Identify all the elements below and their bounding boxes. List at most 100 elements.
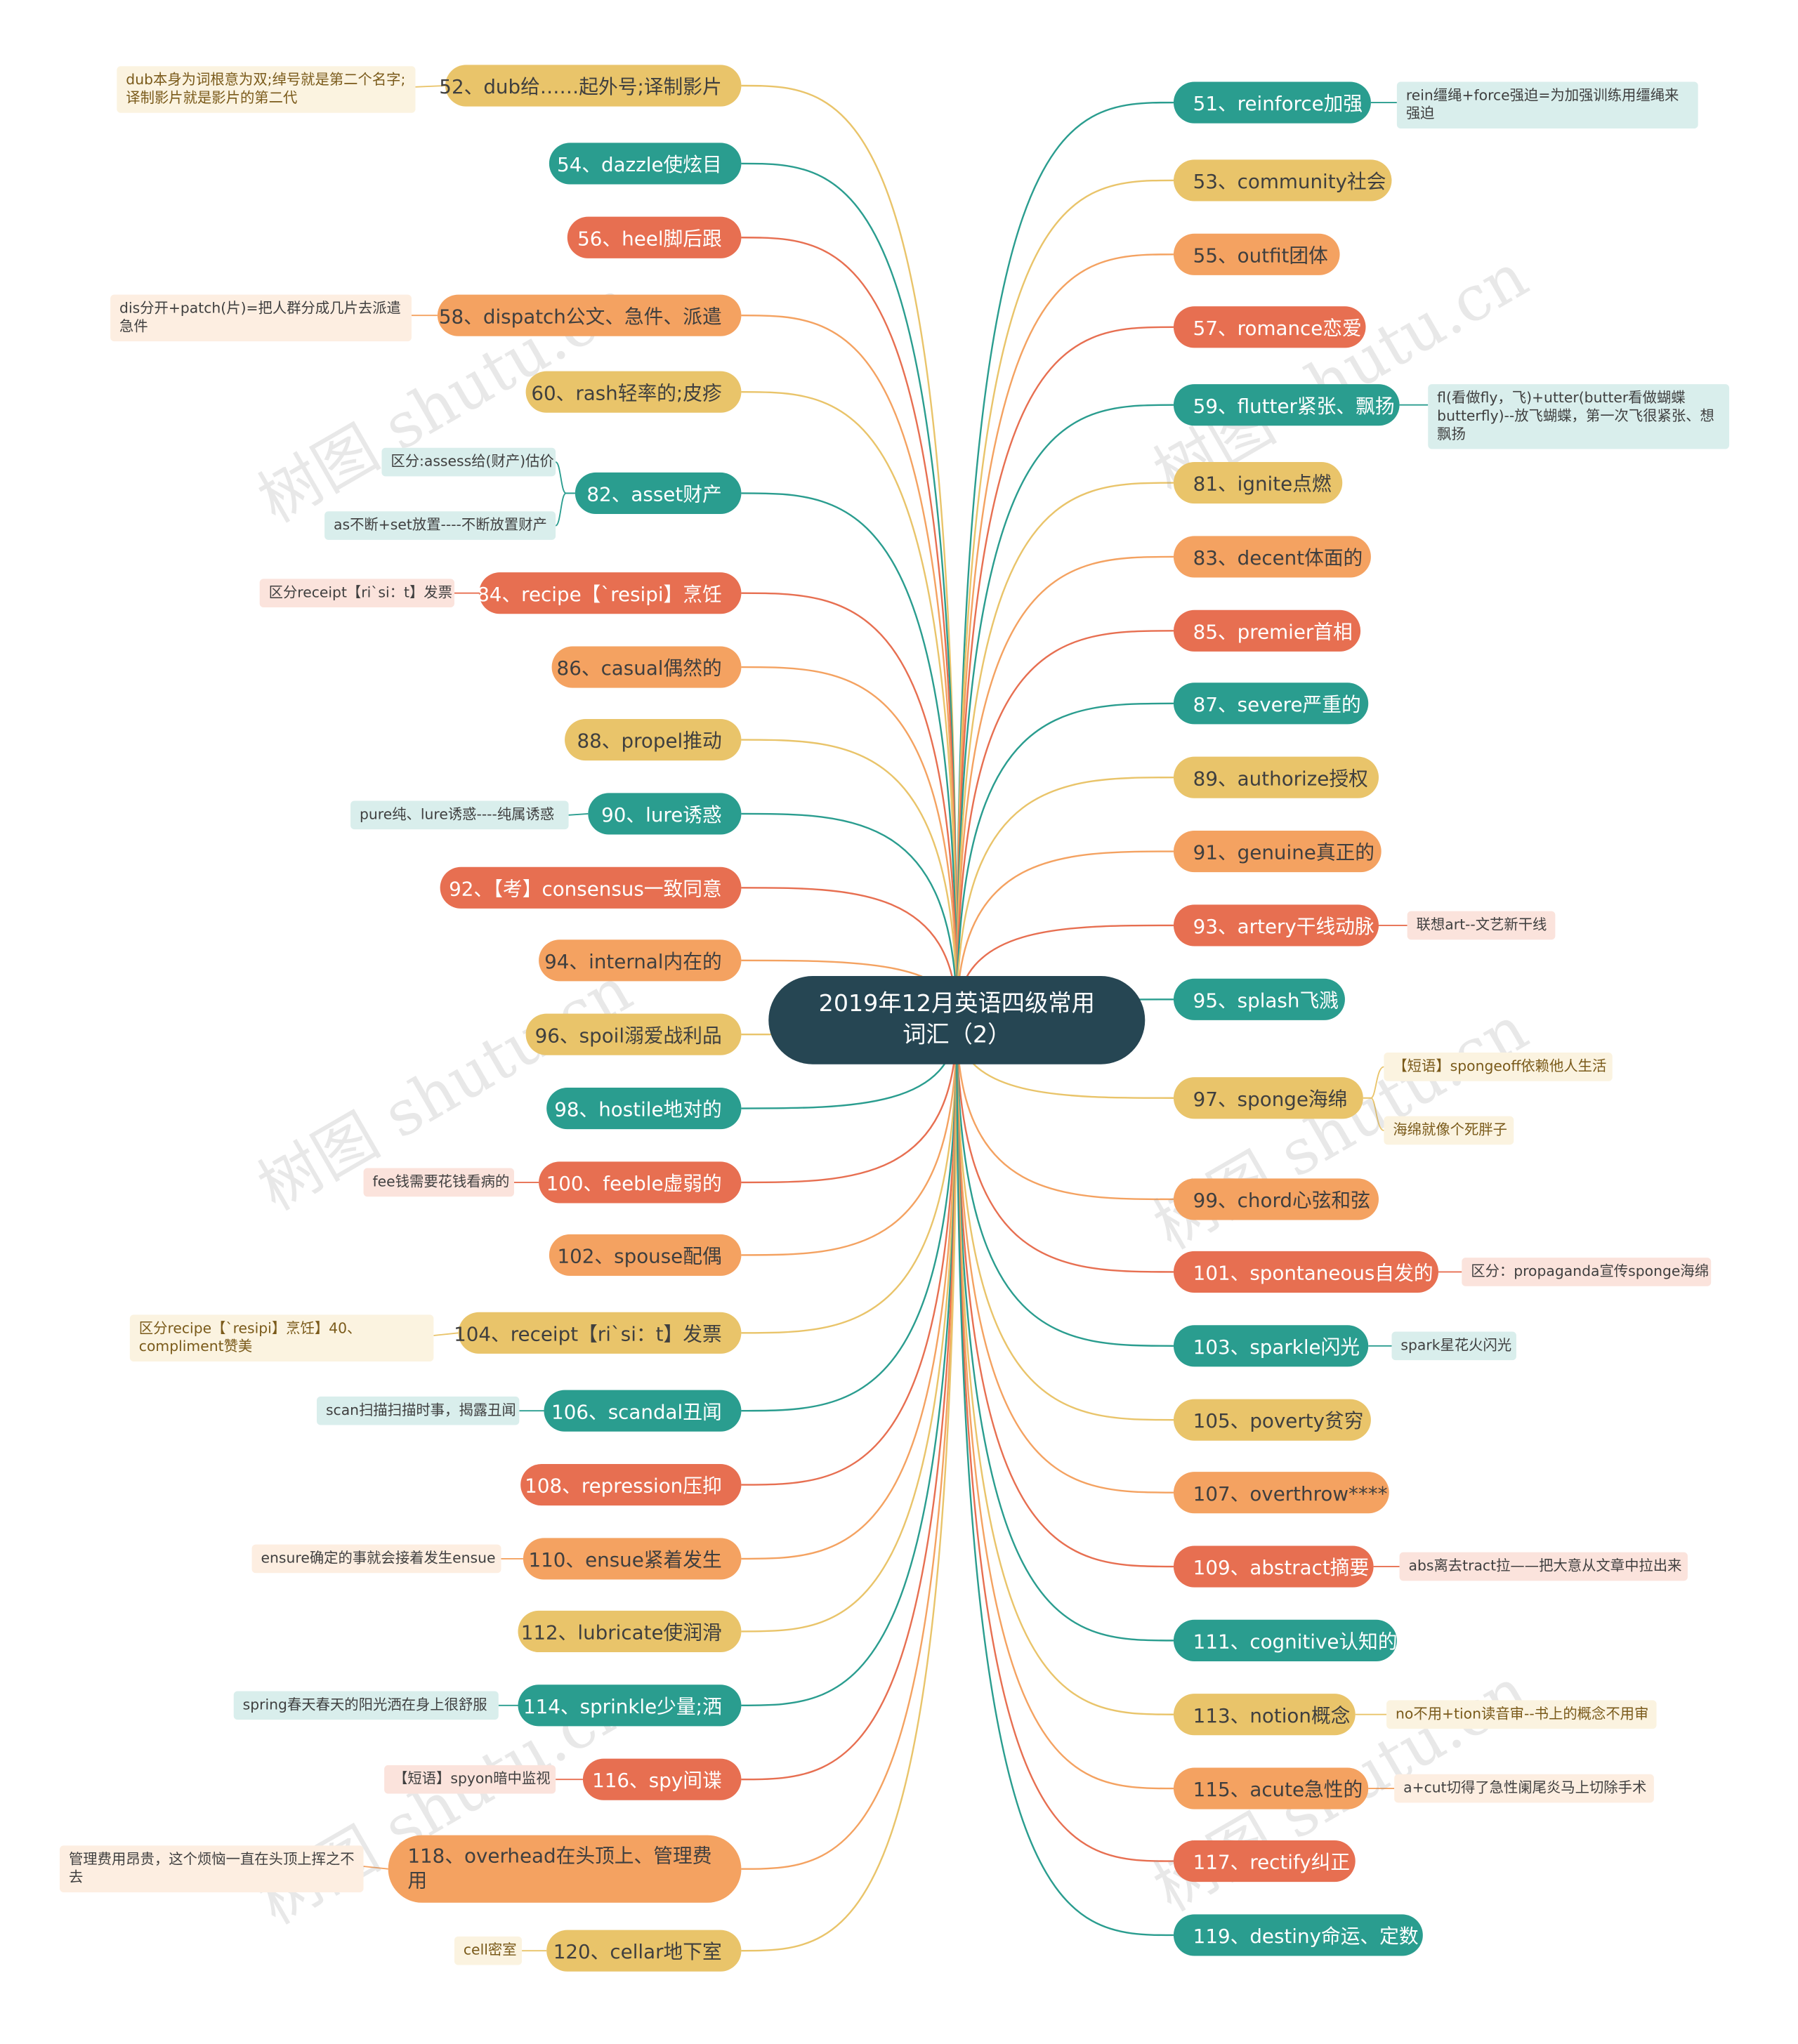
right-topic-24[interactable]: 119、destiny命运、定数 [1173,1914,1423,1956]
left-topic-21[interactable]: 114、sprinkle少量;洒 [518,1684,742,1727]
right-topic-5[interactable]: 81、ignite点燃 [1173,462,1343,504]
left-note-19-0: ensure确定的事就会接着发生ensue [251,1544,501,1574]
left-topic-19[interactable]: 110、ensue紧着发生 [523,1538,742,1580]
link-left-note-16-0 [433,1332,459,1336]
right-topic-18[interactable]: 107、overthrow**** [1173,1472,1389,1514]
link-left-6 [741,592,958,1020]
link-left-14 [741,1020,958,1184]
link-right-2 [956,253,1174,1020]
link-right-18 [956,1020,1174,1494]
link-right-24 [956,1020,1174,1937]
link-left-19 [741,1020,958,1560]
left-topic-10[interactable]: 92、【考】consensus一致同意 [440,866,742,909]
link-left-18 [741,1020,958,1486]
link-left-17 [741,1020,958,1412]
right-topic-4[interactable]: 59、flutter紧张、飘扬 [1173,384,1400,426]
right-topic-3[interactable]: 57、romance恋爱 [1173,306,1366,348]
link-left-23 [741,1020,958,1870]
left-note-23-0: 管理费用昂贵，这个烦恼一直在头顶上挥之不去 [60,1845,364,1892]
left-topic-24[interactable]: 120、cellar地下室 [546,1930,742,1972]
link-left-5 [741,492,958,1020]
right-note-21-0: no不用+tion读音审--书上的概念不用审 [1386,1700,1657,1729]
left-topic-23[interactable]: 118、overhead在头顶上、管理费用 [388,1835,742,1903]
link-right-6 [956,555,1174,1020]
left-note-5-0: 区分:assess给(财产)估价 [381,447,556,477]
link-right-19 [956,1020,1174,1568]
root-topic[interactable]: 2019年12月英语四级常用词汇（2） [768,975,1146,1064]
left-topic-20[interactable]: 112、lubricate使润滑 [518,1610,742,1653]
right-topic-14[interactable]: 99、chord心弦和弦 [1173,1178,1379,1220]
right-topic-22[interactable]: 115、acute急性的 [1173,1767,1369,1809]
link-left-15 [741,1020,958,1256]
left-note-14-0: fee钱需要花钱看病的 [363,1168,514,1197]
right-topic-8[interactable]: 87、severe严重的 [1173,683,1369,725]
link-left-2 [741,237,958,1020]
right-note-13-0: 【短语】spongeoff依赖他人生活 [1384,1053,1613,1081]
link-left-20 [741,1020,958,1633]
right-topic-2[interactable]: 55、outfit团体 [1173,233,1340,275]
link-right-21 [956,1020,1174,1715]
right-topic-17[interactable]: 105、poverty贫穷 [1173,1399,1371,1441]
right-topic-13[interactable]: 97、sponge海绵 [1173,1077,1363,1119]
left-topic-9[interactable]: 90、lure诱惑 [588,793,742,835]
right-topic-21[interactable]: 113、notion概念 [1173,1694,1356,1736]
link-right-14 [956,1020,1174,1201]
right-note-13-1: 海绵就像个死胖子 [1384,1116,1514,1145]
left-topic-6[interactable]: 84、recipe【`resipi】烹饪 [477,572,742,614]
right-topic-20[interactable]: 111、cognitive认知的 [1173,1619,1398,1661]
left-note-0-0: dub本身为词根意为双;绰号就是第二个名字;译制影片就是影片的第二代 [117,66,416,113]
right-topic-6[interactable]: 83、decent体面的 [1173,536,1371,578]
link-left-1 [741,162,958,1020]
left-topic-2[interactable]: 56、heel脚后跟 [567,216,742,258]
link-left-note-23-0 [363,1866,388,1870]
left-topic-4[interactable]: 60、rash轻率的;皮疹 [525,371,742,413]
left-topic-0[interactable]: 52、dub给……起外号;译制影片 [439,65,742,107]
right-topic-16[interactable]: 103、sparkle闪光 [1173,1325,1369,1367]
link-right-7 [956,630,1174,1020]
left-topic-5[interactable]: 82、asset财产 [575,472,742,514]
right-note-0-0: rein缰绳+force强迫=为加强训练用缰绳来强迫 [1396,81,1698,128]
left-topic-22[interactable]: 116、spy间谍 [582,1758,742,1800]
right-topic-11[interactable]: 93、artery干线动脉 [1173,904,1379,947]
right-topic-7[interactable]: 85、premier首相 [1173,609,1361,652]
link-right-note-13-1 [1370,1097,1384,1131]
right-topic-9[interactable]: 89、authorize授权 [1173,756,1379,798]
right-topic-15[interactable]: 101、spontaneous自发的 [1173,1251,1439,1293]
right-note-15-0: 区分：propaganda宣传sponge海绵 [1462,1258,1712,1286]
link-left-3 [741,314,958,1020]
right-topic-0[interactable]: 51、reinforce加强 [1173,81,1371,124]
right-note-16-0: spark星花火闪光 [1391,1331,1516,1361]
left-topic-16[interactable]: 104、receipt【ri`si：t】发票 [454,1312,742,1354]
link-right-3 [956,326,1174,1020]
left-topic-3[interactable]: 58、dispatch公文、急件、派遣 [437,294,742,336]
right-topic-23[interactable]: 117、rectify纠正 [1173,1840,1356,1883]
right-topic-19[interactable]: 109、abstract摘要 [1173,1545,1374,1588]
left-note-22-0: 【短语】spyon暗中监视 [384,1765,556,1794]
left-topic-1[interactable]: 54、dazzle使炫目 [549,143,742,185]
left-note-24-0: cell密室 [454,1936,523,1965]
right-topic-10[interactable]: 91、genuine真正的 [1173,830,1382,873]
right-note-4-0: fl(看做fly，飞)+utter(butter看做蝴蝶butterfly)--… [1428,384,1730,449]
left-topic-13[interactable]: 98、hostile地对的 [546,1087,742,1130]
link-left-21 [741,1020,958,1706]
left-topic-12[interactable]: 96、spoil溺爱战利品 [525,1013,742,1055]
link-left-16 [741,1020,958,1334]
right-topic-12[interactable]: 95、splash飞溅 [1173,978,1345,1020]
link-right-1 [956,179,1174,1020]
left-topic-18[interactable]: 108、repression压抑 [520,1463,742,1506]
left-topic-14[interactable]: 100、feeble虚弱的 [539,1161,742,1204]
left-topic-8[interactable]: 88、propel推动 [565,719,742,761]
left-topic-11[interactable]: 94、internal内在的 [539,939,742,982]
link-right-4 [956,404,1174,1020]
left-topic-17[interactable]: 106、scandal丑闻 [544,1390,742,1432]
link-left-note-9-0 [568,813,589,816]
right-topic-1[interactable]: 53、community社会 [1173,159,1392,202]
right-note-19-0: abs离去tract拉——把大意从文章中拉出来 [1399,1552,1688,1581]
link-right-17 [956,1020,1174,1421]
left-topic-15[interactable]: 102、spouse配偶 [549,1234,742,1276]
link-left-4 [741,391,958,1020]
link-right-15 [956,1020,1174,1273]
left-topic-7[interactable]: 86、casual偶然的 [551,646,742,688]
left-note-3-0: dis分开+patch(片)=把人群分成几片去派遣急件 [110,294,412,342]
